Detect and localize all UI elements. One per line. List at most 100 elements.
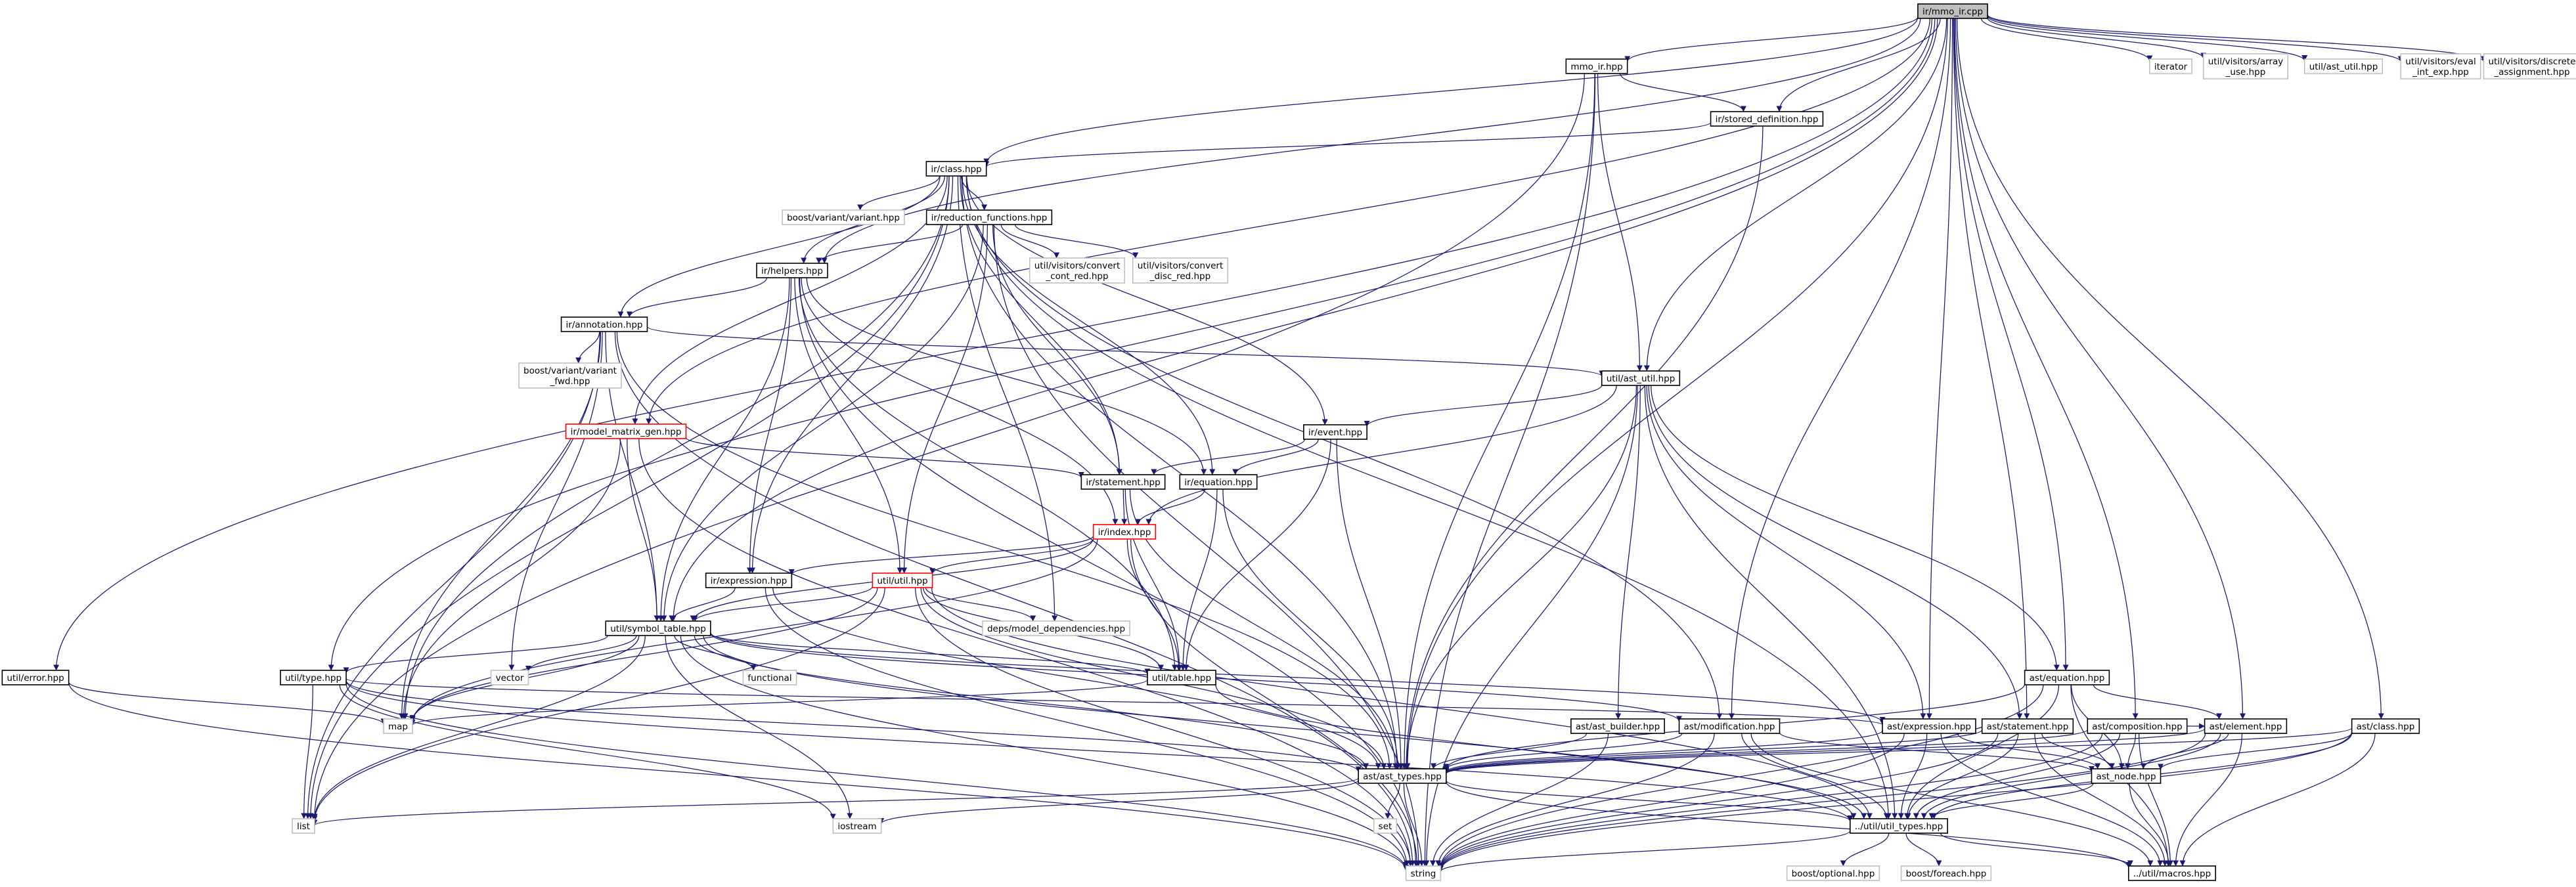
node-stored[interactable]: ir/stored_definition.hpp (1710, 111, 1824, 127)
node-foreach[interactable]: boost/foreach.hpp (1900, 865, 1992, 881)
node-functional[interactable]: functional (742, 670, 797, 685)
edge-util-util-to-deps (925, 587, 1036, 622)
node-box (756, 263, 828, 278)
node-iterator[interactable]: iterator (2149, 58, 2192, 74)
include-edge (1904, 684, 2060, 819)
node-label: util/ast_util.hpp (2309, 62, 2378, 72)
include-edge (914, 587, 1413, 867)
node-helpers[interactable]: ir/helpers.hpp (756, 263, 828, 278)
node-event[interactable]: ir/event.hpp (1303, 424, 1367, 440)
node-disc-assign[interactable]: util/visitors/discrete_assignment.hpp (2483, 53, 2576, 79)
node-variant[interactable]: boost/variant/variant.hpp (782, 209, 905, 225)
node-expression[interactable]: ir/expression.hpp (705, 573, 793, 588)
edge-util-util-to-list (311, 587, 885, 822)
node-ast-expr[interactable]: ast/expression.hpp (1882, 718, 1976, 734)
node-mmo-ir[interactable]: mmo_ir.hpp (1565, 58, 1628, 74)
include-edge (1954, 18, 2139, 720)
include-edge (1130, 538, 1420, 867)
node-conv-disc[interactable]: util/visitors/convert_disc_red.hpp (1132, 257, 1229, 284)
node-map[interactable]: map (383, 718, 413, 734)
node-string[interactable]: string (1405, 865, 1442, 881)
node-symtab[interactable]: util/symbol_table.hpp (605, 620, 711, 636)
edge-root-to-ast-comp (1954, 18, 2139, 720)
node-label: ir/helpers.hpp (761, 266, 823, 276)
node-util-type[interactable]: util/type.hpp (280, 670, 347, 685)
edge-util-type-to-ast-expr (345, 678, 1885, 725)
edge-mmo-ir-to-stored (1619, 73, 1746, 112)
node-class[interactable]: ir/class.hpp (925, 161, 987, 177)
node-macros[interactable]: ../util/macros.hpp (2127, 865, 2217, 881)
node-eval-int[interactable]: util/visitors/eval_int_exp.hpp (2400, 53, 2481, 79)
edge-util-type-to-util-types (345, 680, 1854, 822)
node-ast-modif[interactable]: ast/modification.hpp (1678, 718, 1781, 734)
edge-stored-to-class (983, 121, 1712, 167)
include-edge (1955, 18, 2246, 720)
node-index[interactable]: ir/index.hpp (1092, 524, 1157, 540)
node-ast-class[interactable]: ast/class.hpp (2351, 718, 2420, 734)
node-ast-equation[interactable]: ast/equation.hpp (2024, 670, 2110, 685)
include-edge (878, 779, 1359, 825)
node-iostream[interactable]: iostream (832, 818, 882, 834)
include-edge (1443, 730, 1883, 773)
node-table[interactable]: util/table.hpp (1147, 670, 1216, 685)
edge-table-to-util-types (1215, 684, 1867, 819)
node-ast-util-ext[interactable]: util/ast_util.hpp (2303, 58, 2384, 74)
edge-class-to-ast-types (961, 175, 1400, 769)
edge-event-to-statement (1151, 439, 1305, 475)
edge-helpers-to-util-util (794, 277, 903, 574)
node-ast-elem[interactable]: ast/element.hpp (2204, 718, 2288, 734)
edge-symtab-to-iostream (665, 635, 853, 819)
edge-symtab-to-functional (674, 635, 757, 671)
node-set[interactable]: set (1373, 818, 1398, 834)
include-edge (1926, 18, 1953, 720)
node-box (292, 818, 315, 834)
edge-model-matrix-to-symtab (627, 438, 660, 622)
node-optional[interactable]: boost/optional.hpp (1786, 865, 1880, 881)
node-label: util/table.hpp (1152, 673, 1211, 683)
node-util-util[interactable]: util/util.hpp (872, 573, 933, 588)
node-box (605, 620, 711, 636)
node-model-matrix[interactable]: ir/model_matrix_gen.hpp (565, 423, 687, 439)
include-edge (966, 175, 1892, 819)
include-edge (1443, 728, 2206, 774)
edge-helpers-to-expression (747, 277, 792, 574)
node-ast-types[interactable]: ast/ast_types.hpp (1358, 768, 1447, 784)
node-label: ir/reduction_functions.hpp (931, 213, 1048, 223)
node-deps[interactable]: deps/model_dependencies.hpp (982, 620, 1130, 636)
node-root[interactable]: ir/mmo_ir.cpp (1917, 3, 1988, 19)
edge-red-fun-to-conv-cont (1000, 224, 1060, 259)
node-label: util/error.hpp (7, 673, 64, 683)
edge-annotation-to-string (614, 331, 1416, 867)
edge-index-to-string (1130, 538, 1420, 867)
node-list[interactable]: list (292, 818, 315, 834)
node-vector[interactable]: vector (490, 670, 529, 685)
node-ast-builder[interactable]: ast/ast_builder.hpp (1570, 718, 1665, 734)
edge-ast-modif-to-ast-node (1779, 732, 2095, 772)
include-edge (1646, 385, 1926, 720)
node-annotation[interactable]: ir/annotation.hpp (560, 316, 648, 332)
include-edge (1741, 733, 1890, 819)
node-ast-node[interactable]: ast_node.hpp (2091, 768, 2162, 784)
node-arr-use[interactable]: util/visitors/array_use.hpp (2202, 53, 2289, 79)
include-edge (1421, 73, 1596, 867)
edge-annotation-to-list (305, 331, 601, 819)
node-ast-comp[interactable]: ast/composition.hpp (2087, 718, 2188, 734)
edge-ast-expr-to-ast-node (1957, 733, 2101, 769)
node-variant-fwd[interactable]: boost/variant/variant_fwd.hpp (518, 362, 622, 389)
node-util-error[interactable]: util/error.hpp (1, 670, 70, 685)
include-edge (68, 681, 387, 725)
edge-statement-to-index (1121, 488, 1128, 525)
include-edge (957, 175, 1058, 622)
include-edge (749, 175, 954, 574)
node-box (2204, 718, 2288, 734)
node-statement[interactable]: ir/statement.hpp (1080, 474, 1166, 490)
node-equation[interactable]: ir/equation.hpp (1179, 474, 1258, 490)
node-red-fun[interactable]: ir/reduction_functions.hpp (925, 209, 1053, 225)
edge-root-to-model-matrix (646, 18, 1930, 425)
node-conv-cont[interactable]: util/visitors/convert_cont_red.hpp (1029, 257, 1126, 284)
edge-annotation-to-util-ast-util (646, 326, 1605, 377)
node-util-ast-util[interactable]: util/ast_util.hpp (1601, 370, 1681, 386)
node-ast-stmt[interactable]: ast/statement.hpp (1981, 718, 2074, 734)
include-edge (1615, 385, 1641, 720)
node-util-types[interactable]: ../util/util_types.hpp (1850, 818, 1948, 834)
